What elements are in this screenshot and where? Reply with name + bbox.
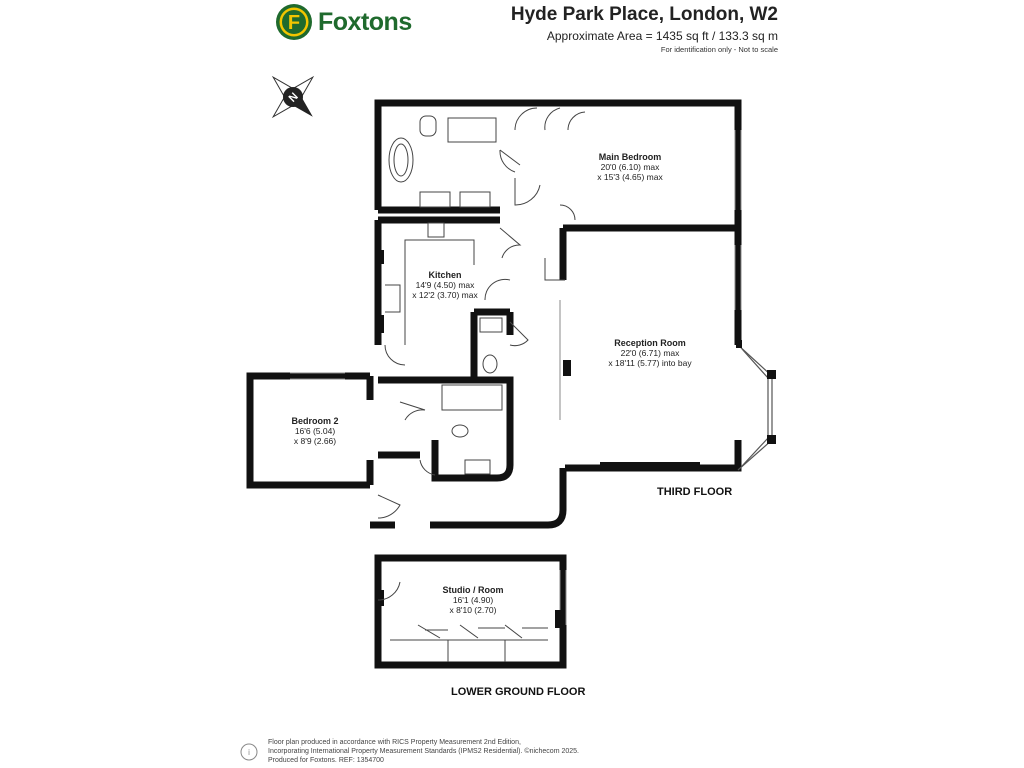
floor-label-lower-ground: LOWER GROUND FLOOR [451,686,586,698]
room-name: Bedroom 2 [291,416,339,426]
room-dimension: x 12'2 (3.70) max [412,290,478,300]
footer-notes: Floor plan produced in accordance with R… [268,738,579,765]
room-dimension: 14'9 (4.50) max [415,280,475,290]
room-dimension: 20'0 (6.10) max [600,162,660,172]
property-title: Hyde Park Place, London, W2 [510,4,778,25]
footer-line: Produced for Foxtons. REF: 1354700 [268,757,384,764]
floor-label-third: THIRD FLOOR [657,486,733,498]
room-kitchen: Kitchen 14'9 (4.50) max x 12'2 (3.70) ma… [395,270,495,300]
scale-disclaimer: For identification only - Not to scale [660,45,778,54]
room-dimension: x 18'11 (5.77) into bay [608,358,692,368]
property-area: Approximate Area = 1435 sq ft / 133.3 sq… [546,29,778,43]
foxtons-logo: F Foxtons [275,3,412,41]
brand-name: Foxtons [318,8,412,36]
room-reception: Reception Room 22'0 (6.71) max x 18'11 (… [590,338,710,368]
footer-line: Incorporating International Property Mea… [268,748,579,755]
svg-text:F: F [288,12,300,34]
room-dimension: 16'1 (4.90) [452,595,494,605]
footer-line: Floor plan produced in accordance with R… [268,739,521,746]
room-name: Reception Room [614,338,686,348]
room-name: Main Bedroom [598,152,662,162]
room-dimension: x 8'10 (2.70) [449,605,497,615]
room-dimension: 22'0 (6.71) max [620,348,680,358]
room-name: Kitchen [428,270,462,280]
foxtons-logo-icon: F [276,4,312,40]
room-bedroom-2: Bedroom 2 16'6 (5.04) x 8'9 (2.66) [280,416,350,446]
room-dimension: x 15'3 (4.65) max [597,172,663,182]
room-dimension: 16'6 (5.04) [294,426,336,436]
room-studio: Studio / Room 16'1 (4.90) x 8'10 (2.70) [428,585,518,615]
room-name: Studio / Room [442,585,504,595]
room-dimension: x 8'9 (2.66) [293,436,337,446]
room-main-bedroom: Main Bedroom 20'0 (6.10) max x 15'3 (4.6… [575,152,685,182]
svg-text:i: i [248,748,250,757]
